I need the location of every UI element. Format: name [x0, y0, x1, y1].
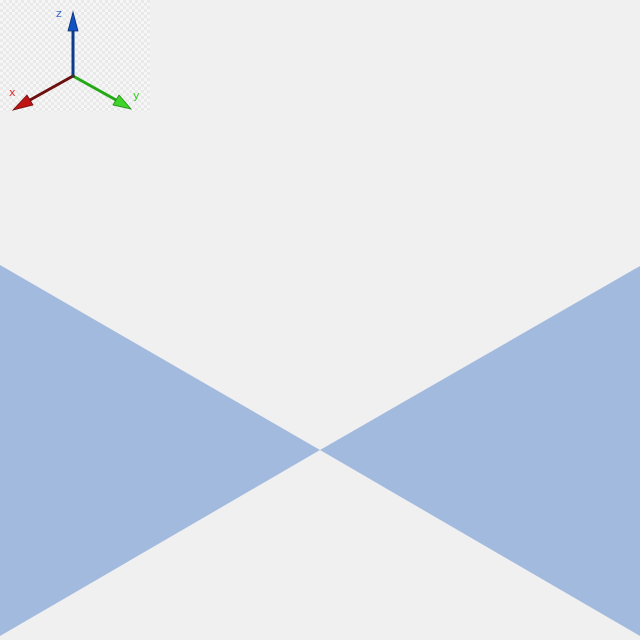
y-axis-arrow [72, 74, 133, 110]
triad-origin [71, 74, 75, 78]
z-axis-label: z [56, 7, 62, 20]
y-axis-label: y [133, 89, 140, 102]
orientation-triad[interactable]: z x y [0, 0, 150, 112]
cone-right-face [320, 266, 640, 636]
cone-left-face [0, 265, 320, 636]
z-axis-arrow [67, 10, 79, 76]
triad-axes: z x y [9, 7, 140, 111]
x-axis-arrow [11, 74, 74, 111]
x-axis-label: x [9, 86, 16, 99]
